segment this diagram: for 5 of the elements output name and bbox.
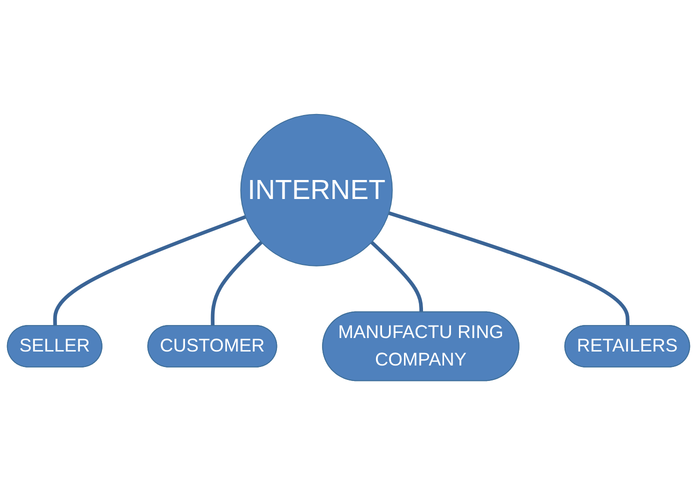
connector [370,240,424,312]
connector [210,240,263,326]
connector [388,211,630,326]
node-circle: INTERNET [240,114,393,266]
connector [53,215,246,326]
